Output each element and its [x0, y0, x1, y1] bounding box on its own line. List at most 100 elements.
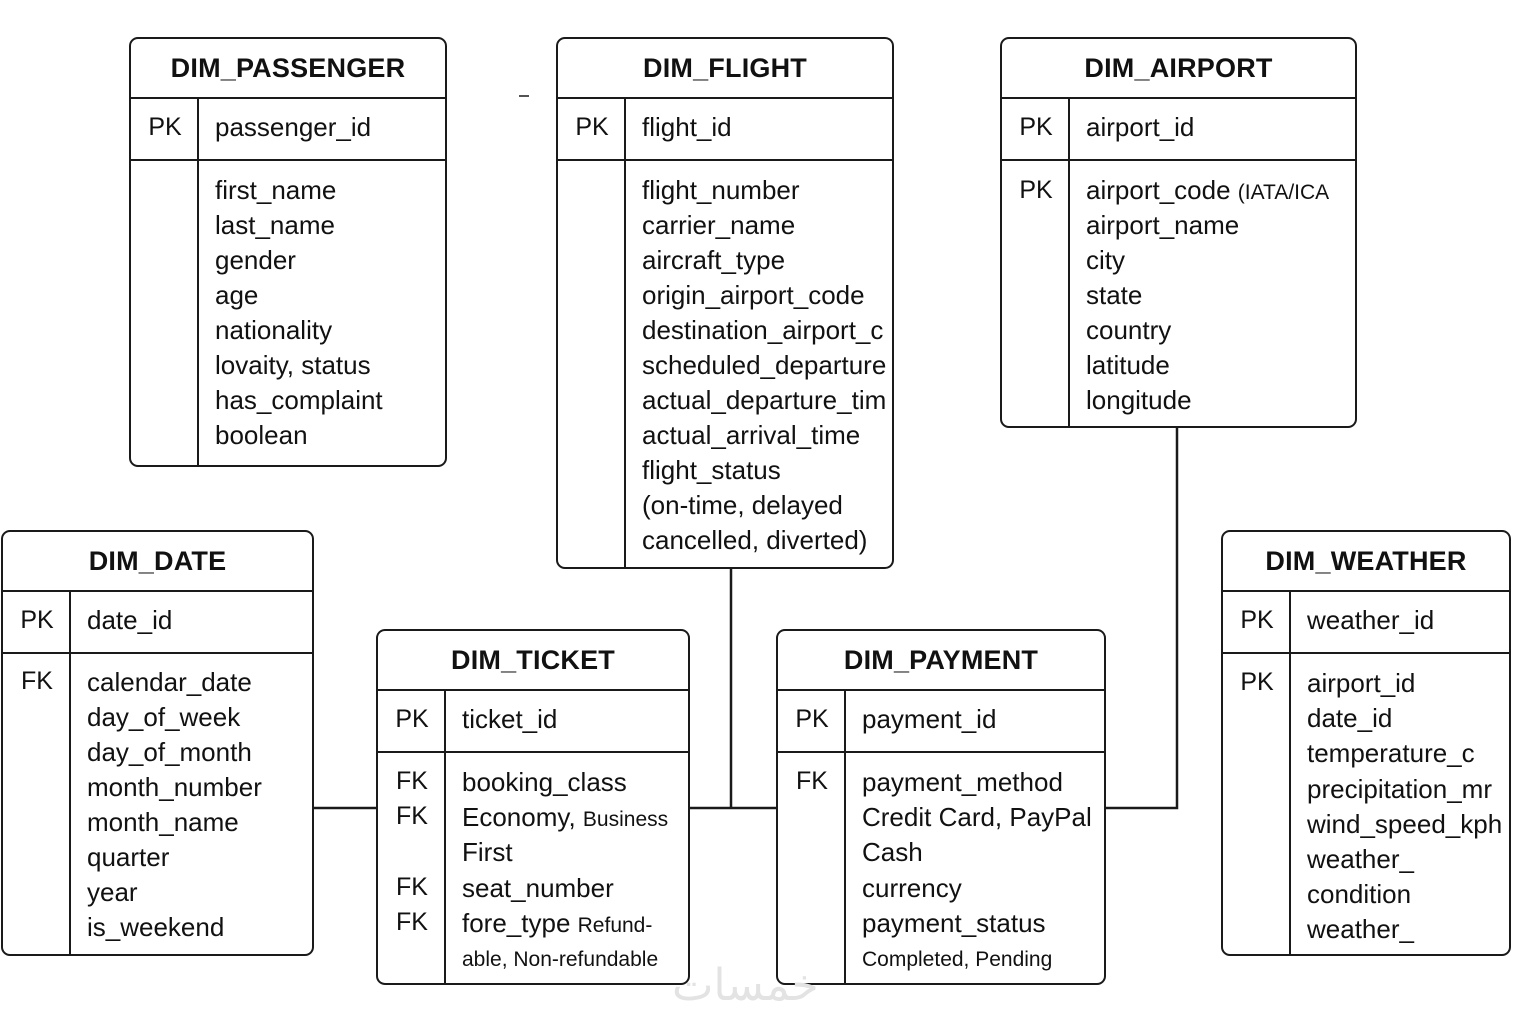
- field: condition: [1307, 879, 1412, 909]
- field-column: airport_id: [1070, 99, 1355, 159]
- watermark: خمسات: [672, 960, 819, 1011]
- pk-row: PK flight_id: [558, 99, 892, 161]
- field-column: flight_number carrier_name aircraft_type…: [626, 161, 892, 567]
- entity-title: DIM_PASSENGER: [131, 39, 445, 99]
- pk-field: airport_id: [1086, 112, 1195, 142]
- entity-body: FK calendar_date day_of_week day_of_mont…: [3, 654, 312, 954]
- entity-dim-airport: DIM_AIRPORT PK airport_id PK airport_cod…: [1000, 37, 1357, 428]
- field: latitude: [1086, 350, 1170, 380]
- field: Credit Card, PayPal: [862, 802, 1092, 832]
- field: year: [87, 877, 138, 907]
- entity-dim-date: DIM_DATE PK date_id FK calendar_date day…: [1, 530, 314, 956]
- entity-body: FK payment_method Credit Card, PayPal Ca…: [778, 753, 1104, 983]
- entity-title: DIM_PAYMENT: [778, 631, 1104, 691]
- field-column: payment_id: [846, 691, 1104, 751]
- key-column: FK FK FK FK: [378, 753, 446, 983]
- entity-dim-ticket: DIM_TICKET PK ticket_id FK FK FK FK book…: [376, 629, 690, 985]
- pk-label: PK: [1240, 606, 1274, 634]
- pk-label: PK: [795, 705, 829, 733]
- pk-row: PK weather_id: [1223, 592, 1509, 654]
- field-column: calendar_date day_of_week day_of_month m…: [71, 654, 312, 954]
- field: cancelled, diverted): [642, 525, 868, 555]
- field: flight_number: [642, 175, 800, 205]
- field: calendar_date: [87, 667, 252, 697]
- field: country: [1086, 315, 1172, 345]
- field-column: payment_method Credit Card, PayPal Cash …: [846, 753, 1104, 983]
- key-label: FK: [796, 767, 828, 795]
- field: gender: [215, 245, 296, 275]
- field: last_name: [215, 210, 335, 240]
- pk-field: ticket_id: [462, 704, 558, 734]
- key-column: PK: [1223, 654, 1291, 954]
- field-column: first_name last_name gender age national…: [199, 161, 445, 465]
- field: first_name: [215, 175, 337, 205]
- field: booking_class: [462, 767, 627, 797]
- key-label: FK: [396, 767, 428, 795]
- field-value: Refund-: [577, 914, 653, 937]
- pk-label: PK: [395, 705, 429, 733]
- field: month_number: [87, 772, 262, 802]
- field: currency: [862, 873, 962, 903]
- key-label: PK: [1240, 668, 1274, 696]
- entity-body: first_name last_name gender age national…: [131, 161, 445, 465]
- key-column: [558, 161, 626, 567]
- field: fore_type Refund-: [462, 908, 652, 941]
- key-column: [131, 161, 199, 465]
- entity-title: DIM_FLIGHT: [558, 39, 892, 99]
- pk-field: passenger_id: [215, 112, 372, 142]
- key-label: PK: [1019, 176, 1053, 204]
- field: weather_: [1307, 844, 1414, 874]
- key-column: FK: [3, 654, 71, 954]
- key-label: FK: [396, 873, 428, 901]
- entity-dim-weather: DIM_WEATHER PK weather_id PK airport_id …: [1221, 530, 1511, 956]
- field-value: Business: [582, 808, 669, 831]
- entity-title: DIM_TICKET: [378, 631, 688, 691]
- key-column: PK: [1223, 592, 1291, 652]
- field: carrier_name: [642, 210, 796, 240]
- pk-label: PK: [148, 113, 182, 141]
- field-column: ticket_id: [446, 691, 688, 751]
- field: day_of_week: [87, 702, 241, 732]
- field-column: date_id: [71, 592, 312, 652]
- field: lovaity, status: [215, 350, 371, 380]
- field: seat_number: [462, 873, 614, 903]
- field: wind_speed_kph: [1307, 809, 1503, 839]
- key-column: PK: [1002, 161, 1070, 426]
- entity-title: DIM_AIRPORT: [1002, 39, 1355, 99]
- field: weather_: [1307, 914, 1414, 944]
- field-name: airport_code: [1086, 175, 1231, 205]
- field: actual_arrival_time: [642, 420, 861, 450]
- key-column: PK: [3, 592, 71, 652]
- field: flight_status: [642, 455, 781, 485]
- field: date_id: [1307, 703, 1393, 733]
- field: First: [462, 837, 513, 867]
- field-column: passenger_id: [199, 99, 445, 159]
- field: payment_status: [862, 908, 1046, 938]
- field-name: fore_type: [462, 908, 571, 938]
- field: state: [1086, 280, 1143, 310]
- key-column: FK: [778, 753, 846, 983]
- field: boolean: [215, 420, 308, 450]
- field: airport_name: [1086, 210, 1240, 240]
- field: is_weekend: [87, 912, 225, 942]
- field: actual_departure_tim: [642, 385, 887, 415]
- field: has_complaint: [215, 385, 383, 415]
- field-column: booking_class Economy, Business First se…: [446, 753, 688, 983]
- field: month_name: [87, 807, 239, 837]
- field: temperature_c: [1307, 738, 1475, 768]
- entity-title: DIM_WEATHER: [1223, 532, 1509, 592]
- field: quarter: [87, 842, 170, 872]
- link-payment-airport: [1106, 427, 1179, 810]
- field: origin_airport_code: [642, 280, 865, 310]
- key-column: PK: [778, 691, 846, 751]
- key-label: FK: [396, 802, 428, 830]
- key-label: FK: [396, 908, 428, 936]
- pk-row: PK ticket_id: [378, 691, 688, 753]
- field: city: [1086, 245, 1125, 275]
- key-column: PK: [558, 99, 626, 159]
- pk-label: PK: [575, 113, 609, 141]
- pk-field: date_id: [87, 605, 173, 635]
- field: aircraft_type: [642, 245, 786, 275]
- field: Cash: [862, 837, 923, 867]
